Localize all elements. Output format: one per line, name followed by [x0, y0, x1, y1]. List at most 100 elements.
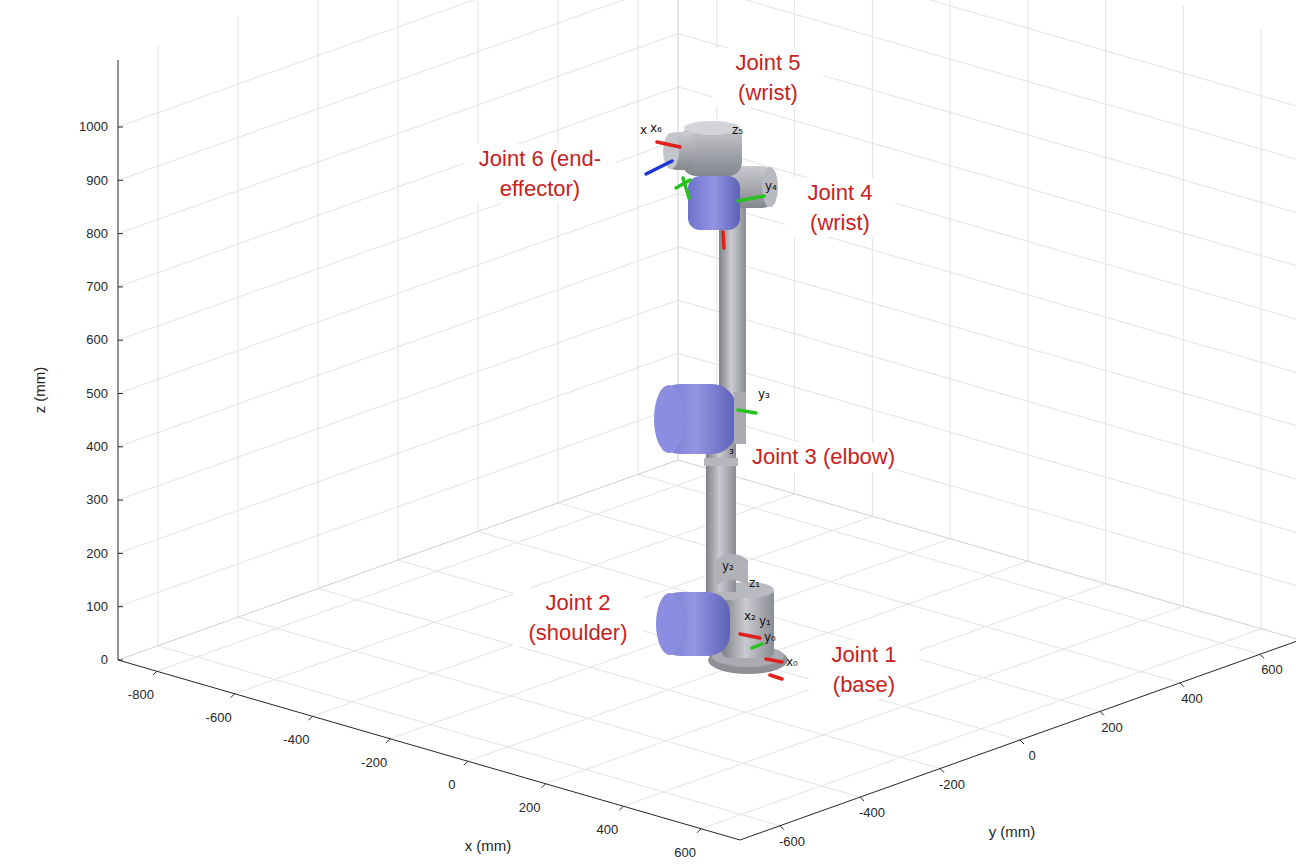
axis-line — [118, 500, 123, 501]
axis-line — [1180, 683, 1184, 687]
box-edge — [118, 460, 678, 660]
grid-line — [678, 0, 1296, 160]
joint-label: Joint 2 (shoulder) — [513, 588, 643, 647]
axis-line — [118, 393, 123, 394]
axis-tick: 800 — [86, 226, 108, 242]
axis-tick: 600 — [1261, 662, 1283, 678]
axis-tick: 400 — [597, 822, 619, 838]
grid-line — [118, 0, 678, 127]
frame-label: x — [640, 123, 647, 137]
grid-line — [678, 140, 1296, 320]
frame-label: z₅ — [732, 123, 743, 137]
axis-line — [118, 340, 123, 341]
grid-line — [118, 353, 678, 553]
frame-label: z₁ — [749, 576, 760, 590]
grid-line — [118, 247, 678, 447]
grid-line — [950, 0, 951, 539]
axis-line — [118, 660, 740, 840]
wrist-cap — [762, 167, 778, 207]
grid-line — [478, 531, 1100, 711]
joint-label: Joint 4 (wrist) — [785, 178, 895, 237]
grid-line — [468, 561, 1028, 761]
frame-label: x₀ — [786, 655, 798, 669]
wrist-top — [684, 121, 740, 135]
axis-tick: -600 — [779, 834, 805, 850]
axis-tick: -800 — [128, 687, 154, 703]
grid-line — [312, 516, 872, 716]
axis-line — [1260, 654, 1264, 658]
frame-label: x₆ — [650, 121, 662, 135]
frame-label: ₃ — [729, 443, 734, 457]
frame-axes — [646, 142, 782, 679]
grid-line — [678, 0, 1296, 107]
axis-tick: 0 — [1028, 748, 1035, 764]
axis-tick: 0 — [448, 777, 455, 793]
grid-line — [118, 87, 678, 287]
axis-tick: -200 — [939, 777, 965, 793]
axis-tick: -200 — [361, 755, 387, 771]
joint-label: Joint 6 (end-effector) — [465, 144, 615, 203]
grid-line — [872, 0, 873, 516]
elbow-ring — [734, 392, 746, 444]
axis-line — [697, 829, 701, 833]
axis-line — [118, 233, 123, 234]
grid-line — [678, 34, 1296, 214]
axis-tick: 200 — [86, 546, 108, 562]
axis-line — [464, 761, 468, 765]
grid-line — [478, 0, 479, 531]
axis-tick: -400 — [283, 732, 309, 748]
axis-line — [386, 739, 390, 743]
shoulder-cap — [656, 593, 684, 655]
grid-line — [118, 194, 678, 394]
axis-line — [118, 127, 123, 128]
axis-line — [118, 180, 123, 181]
grid-line — [118, 407, 678, 607]
grid-line — [678, 407, 1296, 587]
axis-line — [740, 640, 1296, 840]
joint-label: Joint 5 (wrist) — [713, 48, 823, 107]
grid-line — [118, 34, 678, 234]
grid-line — [1261, 29, 1262, 629]
axis-line — [1100, 711, 1104, 715]
axis-line — [940, 769, 944, 773]
frame-label: y₃ — [758, 387, 770, 401]
grid-line — [678, 87, 1296, 267]
arm-ring — [704, 458, 738, 466]
grid-line — [318, 589, 940, 769]
axis-tick: 700 — [86, 279, 108, 295]
grid-line — [678, 194, 1296, 374]
axis-line — [542, 784, 546, 788]
grid-line — [158, 646, 780, 826]
grid-line — [318, 0, 319, 589]
axis-line — [118, 660, 123, 661]
axis-tick: 600 — [674, 845, 696, 861]
grid-line — [118, 300, 678, 500]
frame-label: y₂ — [722, 559, 734, 573]
axis-line — [1020, 740, 1024, 744]
joint-label: Joint 1 (base) — [809, 640, 919, 699]
grid-line — [238, 17, 239, 617]
grid-line — [678, 300, 1296, 480]
axis-tick: 1000 — [79, 119, 108, 135]
grid-line — [158, 46, 159, 646]
axis-line — [153, 671, 157, 675]
axis-tick: 400 — [1181, 691, 1203, 707]
axis-line — [231, 694, 235, 698]
wrist-joint — [688, 176, 740, 230]
grid-line — [118, 140, 678, 340]
axes-grid — [118, 0, 1296, 840]
frame-label: y₀ — [764, 630, 776, 644]
grid-line — [1105, 0, 1106, 584]
axis-tick: 200 — [519, 800, 541, 816]
axis-line — [118, 446, 123, 447]
frame-label: y₄ — [765, 179, 777, 193]
axis-line — [118, 606, 123, 607]
frame-label: x₂ — [744, 609, 756, 623]
axis-tick: 300 — [86, 492, 108, 508]
axis-label: x (mm) — [465, 837, 512, 855]
grid-line — [678, 353, 1296, 533]
frame-label: y₁ — [759, 614, 771, 628]
axis-tick: -400 — [859, 805, 885, 821]
